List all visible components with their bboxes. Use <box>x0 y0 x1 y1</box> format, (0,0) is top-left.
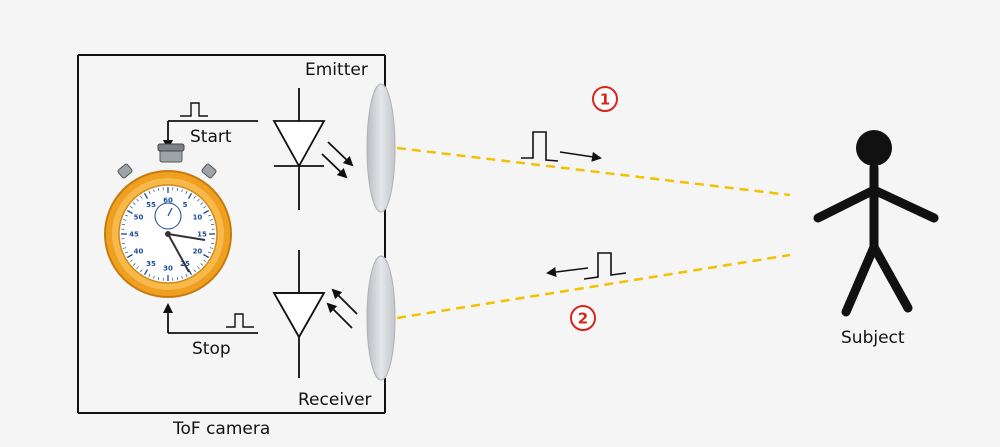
dial-tick <box>197 266 200 270</box>
emitter-label: Emitter <box>305 60 368 80</box>
dial-number: 60 <box>163 197 173 205</box>
dial-tick <box>181 189 183 193</box>
dial-tick <box>157 276 160 281</box>
dial-tick <box>203 209 210 215</box>
incoming-pulse-icon <box>546 252 627 280</box>
dial-number: 30 <box>163 265 173 273</box>
dial-tick <box>209 219 213 221</box>
stop-label: Stop <box>192 339 231 359</box>
photodiode-icon <box>272 250 358 378</box>
dial-tick <box>132 202 136 205</box>
dial-tick <box>210 223 215 226</box>
dial-tick <box>148 190 151 194</box>
dial-tick <box>140 195 143 199</box>
dial-number: 35 <box>146 260 156 268</box>
dial-number: 55 <box>146 201 156 209</box>
dial-tick <box>203 253 210 259</box>
dial-tick <box>143 192 149 199</box>
dial-number: 15 <box>197 231 207 239</box>
dial-tick <box>197 198 200 202</box>
dial-tick <box>208 251 212 254</box>
dial-tick <box>193 195 196 199</box>
stopwatch-icon: 51015202530354045505560 <box>104 143 232 298</box>
dial-number: 20 <box>193 248 203 256</box>
dial-tick <box>185 190 188 194</box>
stop-signal <box>163 303 258 334</box>
dial-tick <box>203 206 207 209</box>
dial-tick <box>143 269 149 276</box>
dial-tick <box>185 274 188 278</box>
dial-tick <box>129 206 133 209</box>
dial-tick <box>181 275 183 279</box>
dial-tick <box>126 253 133 259</box>
camera-label: ToF camera <box>172 419 270 439</box>
dial-tick <box>153 189 155 193</box>
receiver-lens <box>366 255 396 381</box>
dial-tick <box>121 242 126 245</box>
dial-tick <box>148 274 151 278</box>
dial-number: 10 <box>193 214 203 222</box>
dial-tick <box>208 214 212 217</box>
dial-number: 5 <box>183 201 188 209</box>
dial-tick <box>129 259 133 262</box>
receiver-label: Receiver <box>298 390 372 410</box>
dial-tick <box>124 251 128 254</box>
dial-tick <box>176 276 179 281</box>
reflected-beam <box>396 253 791 320</box>
step-2-marker: 2 <box>570 305 596 331</box>
emitted-beam <box>396 146 791 197</box>
dial-tick <box>153 275 155 279</box>
dial-tick <box>124 214 128 217</box>
subject-label: Subject <box>841 328 905 348</box>
dial-tick <box>210 242 215 245</box>
dial-tick <box>136 198 139 202</box>
dial-tick <box>157 187 160 192</box>
dial-tick <box>123 219 127 221</box>
outgoing-pulse-icon <box>521 131 602 162</box>
dial-tick <box>132 263 136 266</box>
step-1-marker: 1 <box>592 86 618 112</box>
camera-box <box>77 54 386 414</box>
dial-number: 45 <box>129 231 139 239</box>
dial-tick <box>187 192 193 199</box>
dial-tick <box>121 223 126 226</box>
dial-tick <box>136 266 139 270</box>
start-label: Start <box>190 127 232 147</box>
led-icon <box>272 88 354 210</box>
dial-tick <box>200 263 204 266</box>
dial-tick <box>176 187 179 192</box>
emitter-lens <box>366 83 396 213</box>
dial-number: 50 <box>134 214 144 222</box>
dial-tick <box>123 247 127 249</box>
step-2-number: 2 <box>578 310 588 328</box>
dial-tick <box>140 269 143 273</box>
dial-tick <box>200 202 204 205</box>
dial-tick <box>203 259 207 262</box>
dial-tick <box>209 247 213 249</box>
stick-figure-icon <box>813 130 939 317</box>
step-1-number: 1 <box>600 91 610 109</box>
dial-tick <box>126 209 133 215</box>
dial-tick <box>193 269 196 273</box>
dial-number: 40 <box>134 248 144 256</box>
